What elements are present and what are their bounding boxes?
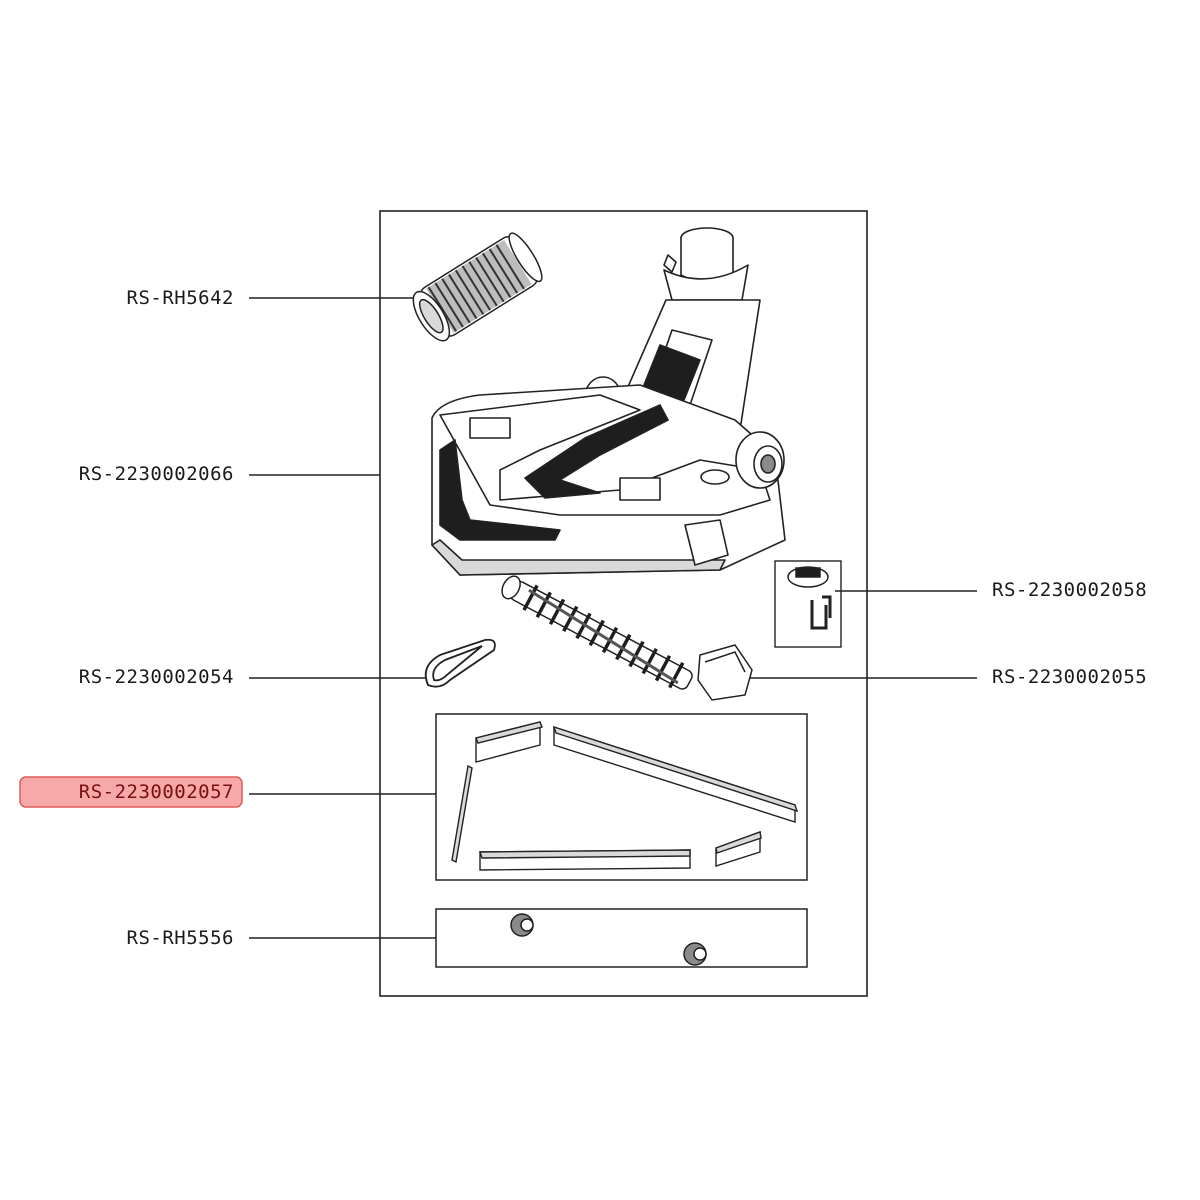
belt-part-icon [424, 638, 496, 688]
part-label-belt[interactable]: RS-2230002054 [78, 666, 234, 688]
brush-roll-part-icon [501, 575, 753, 701]
part-label-wheels[interactable]: RS-RH5556 [126, 927, 234, 949]
part-label-hose[interactable]: RS-RH5642 [126, 287, 234, 309]
clip-part-icon [787, 566, 832, 630]
part-label-strips[interactable]: RS-2230002057 [78, 781, 234, 803]
floor-nozzle-part-icon [431, 227, 786, 576]
small-wheels-part-icon [510, 913, 707, 966]
squeegee-strips-part-icon [451, 721, 799, 871]
clip-box [774, 560, 842, 648]
part-label-clip[interactable]: RS-2230002058 [992, 579, 1148, 601]
assembly-frame [379, 210, 868, 997]
selected-part-highlight [19, 776, 243, 808]
strips-box [435, 713, 808, 881]
leader-lines [249, 297, 977, 939]
part-label-nozzle[interactable]: RS-2230002066 [78, 463, 234, 485]
part-label-brush[interactable]: RS-2230002055 [992, 666, 1148, 688]
hose-part-icon [412, 232, 543, 342]
wheels-box [435, 908, 808, 968]
